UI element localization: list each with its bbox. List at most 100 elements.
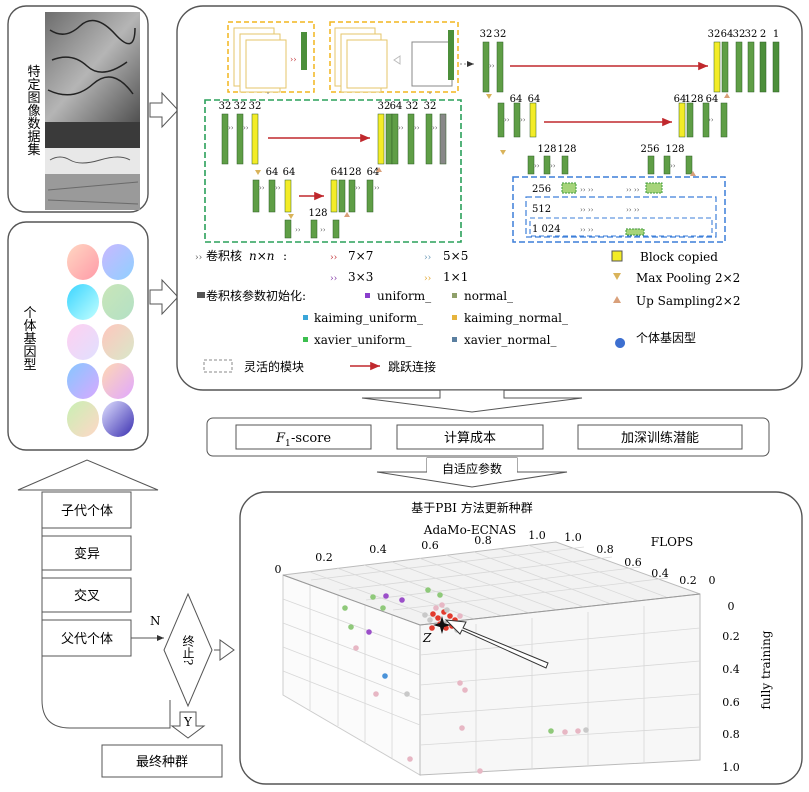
legend-init-uniform: uniform_: [377, 289, 431, 303]
legend-init-kaiming-normal: kaiming_normal_: [464, 311, 568, 325]
population-point: [353, 645, 359, 651]
genotype-ball: [102, 324, 134, 360]
population-point: [380, 605, 386, 611]
init-kaiming-normal-swatch: [452, 315, 457, 320]
channel-count-label: 128: [557, 144, 576, 155]
init-xavier-uniform-swatch: [303, 337, 308, 342]
feature-map-layer: [407, 113, 415, 165]
svg-text:››: ››: [550, 162, 556, 170]
tick-label-x: 0.2: [315, 551, 333, 564]
feature-map-layer: [252, 179, 260, 213]
svg-text:››: ››: [330, 274, 337, 284]
population-point: [447, 613, 453, 619]
feature-map-layer: [759, 41, 767, 93]
channel-count-label: 32: [406, 101, 419, 112]
population-point: [562, 729, 568, 735]
metric-cost-box: [396, 424, 544, 450]
metric-potential-box: [577, 424, 743, 450]
channel-count-label: 64: [706, 94, 719, 105]
svg-text:››: ››: [424, 274, 431, 284]
legend: ›› 卷积核 n×n : ›› 7×7 ›› 5×5 ›› 3×3 ›› 1×1…: [195, 248, 740, 374]
legend-up-sampling: Up Sampling2×2: [636, 294, 740, 308]
population-point: [427, 617, 433, 623]
mutation-label: 变异: [74, 546, 100, 562]
genotype-panel: 个体基因型: [7, 221, 149, 451]
feature-map-layer: [425, 113, 433, 165]
legend-init-label: 卷积核参数初始化:: [206, 288, 306, 303]
channel-count-label: 128: [537, 144, 556, 155]
channel-count-label: 128: [665, 144, 684, 155]
svg-text:››: ››: [320, 226, 326, 234]
dataset-label: 特定图像数据集: [25, 65, 41, 156]
genotype-ball: [102, 401, 134, 437]
tick-label-flops: 0: [709, 574, 716, 587]
svg-text:››: ››: [670, 162, 676, 170]
feature-map-layer: [685, 155, 693, 175]
tick-label-flops: 0.8: [596, 543, 614, 556]
tick-label-z: 0.2: [722, 630, 740, 643]
axis-x-label: AdaMo-ECNAS: [423, 523, 516, 537]
init-normal-swatch: [452, 293, 457, 298]
tick-label-flops: 0.2: [679, 574, 697, 587]
channel-count-label: 32: [494, 29, 507, 40]
hollow-arrow-metrics: [361, 389, 583, 413]
final-population-box: [101, 744, 223, 778]
tick-label-x: 0.6: [421, 539, 439, 552]
feature-map-layer: [332, 219, 340, 239]
tick-label-flops: 0.4: [651, 567, 669, 580]
channel-count-label: 64: [331, 167, 344, 178]
population-point: [342, 605, 348, 611]
feature-map-layer: [513, 102, 521, 138]
svg-text:››: ››: [504, 116, 510, 124]
channel-count-label: 64: [390, 101, 403, 112]
svg-text:›› ››: ›› ››: [626, 186, 640, 194]
channel-count-label: 64: [721, 29, 734, 40]
tick-label-flops: 0.6: [624, 556, 642, 569]
flexible-module-b: [329, 21, 459, 93]
block-copied-layer: [713, 41, 721, 93]
block-copied-layer: [330, 179, 338, 213]
feature-map-layer: [720, 102, 728, 138]
population-point: [477, 768, 483, 774]
channel-count-label: 128: [308, 208, 327, 219]
population-point: [383, 593, 389, 599]
flexible-module-a: [227, 21, 315, 93]
svg-text:››: ››: [195, 253, 202, 263]
init-kaiming-uniform-swatch: [303, 315, 308, 320]
legend-kernel-7: 7×7: [348, 249, 373, 263]
population-point: [429, 625, 435, 631]
population-point: [399, 597, 405, 603]
genotype-ball: [102, 363, 134, 399]
svg-text:››: ››: [243, 124, 249, 132]
channel-count-label: 32: [480, 29, 493, 40]
genotype-ball: [67, 324, 99, 360]
genotype-label: 个体基因型: [21, 306, 37, 371]
feature-map-layer: [391, 113, 399, 165]
block-copied-layer: [251, 113, 259, 165]
feature-map-layer: [221, 113, 229, 165]
tick-label-z: 0.6: [722, 696, 740, 709]
svg-text:›› ››: ›› ››: [626, 206, 640, 214]
down-arrow-final: [170, 711, 206, 739]
block-copied-layer: [529, 102, 537, 138]
svg-text:››: ››: [295, 226, 301, 234]
genotype-legend-icon: [615, 338, 626, 348]
parents-box: [41, 619, 132, 657]
channel-count-label: 256: [640, 144, 659, 155]
metric-f1: F: [275, 431, 286, 446]
block-copied-swatch: [611, 250, 623, 262]
channel-count-label: 64: [367, 167, 380, 178]
legend-init-normal: normal_: [464, 289, 513, 303]
legend-flexible-module: 灵活的模块: [244, 359, 304, 374]
svg-text:››: ››: [228, 124, 234, 132]
svg-text:››: ››: [424, 253, 431, 263]
legend-init-kaiming-uniform: kaiming_uniform_: [314, 311, 423, 325]
legend-kernel-3: 3×3: [348, 270, 373, 284]
channel-count-label: 64: [266, 167, 279, 178]
legend-skip-connection: 跳跃连接: [388, 359, 436, 374]
population-point: [370, 594, 376, 600]
legend-kernel-label: 卷积核: [206, 248, 242, 263]
population-point: [462, 687, 468, 693]
hollow-arrow-adaptive: 自适应参数: [376, 457, 568, 488]
